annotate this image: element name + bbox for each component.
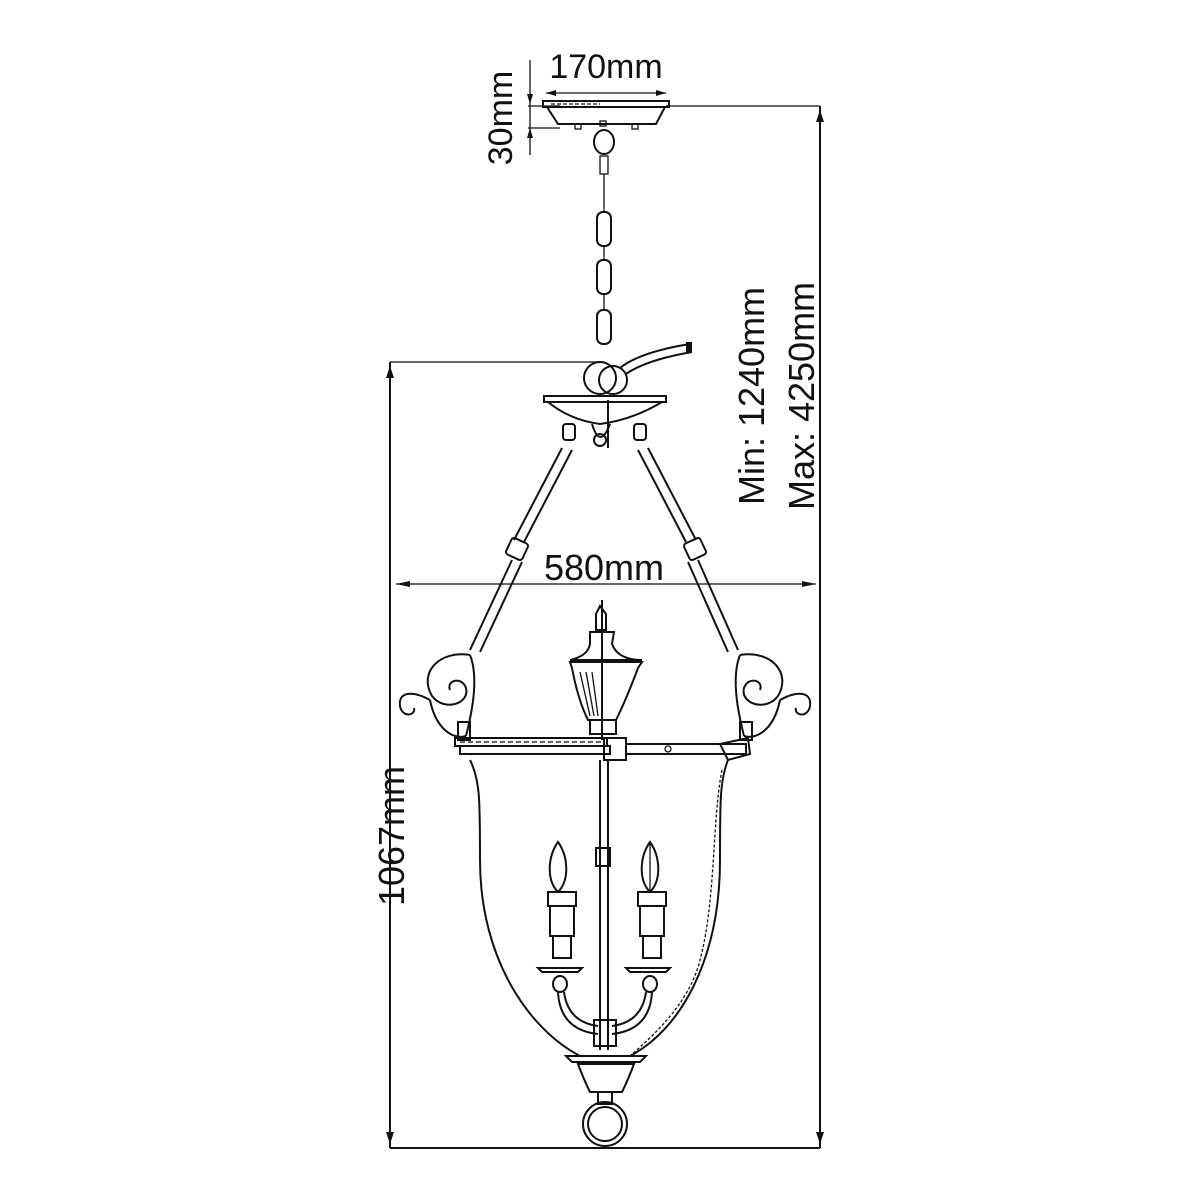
upper-cup xyxy=(543,395,667,448)
canopy-width-label: 170mm xyxy=(549,48,662,86)
canopy-width-dimension xyxy=(546,90,666,96)
body-height-dimension xyxy=(386,361,820,1149)
body-width-dimension xyxy=(396,581,816,587)
center-rod xyxy=(595,760,611,1050)
drop-min-label: Min: 1240mm xyxy=(731,287,772,505)
ceiling-canopy xyxy=(542,100,670,130)
gallery-ring xyxy=(454,721,753,762)
urn-finial xyxy=(568,600,644,740)
top-hook xyxy=(583,342,693,395)
canopy-height-label: 30mm xyxy=(482,71,520,165)
overall-drop-dimension xyxy=(666,105,824,1148)
body-width-label: 580mm xyxy=(544,547,664,588)
body-height-label: 1067mm xyxy=(371,766,412,906)
glass-bell-shade xyxy=(469,759,729,1057)
suspension-arms xyxy=(469,423,739,653)
chain xyxy=(593,129,615,345)
drop-max-label: Max: 4250mm xyxy=(781,282,822,510)
candle-lamps xyxy=(535,840,673,1035)
bottom-ring xyxy=(582,1101,628,1147)
bottom-finial xyxy=(563,1019,649,1105)
scroll-arms xyxy=(398,653,812,738)
